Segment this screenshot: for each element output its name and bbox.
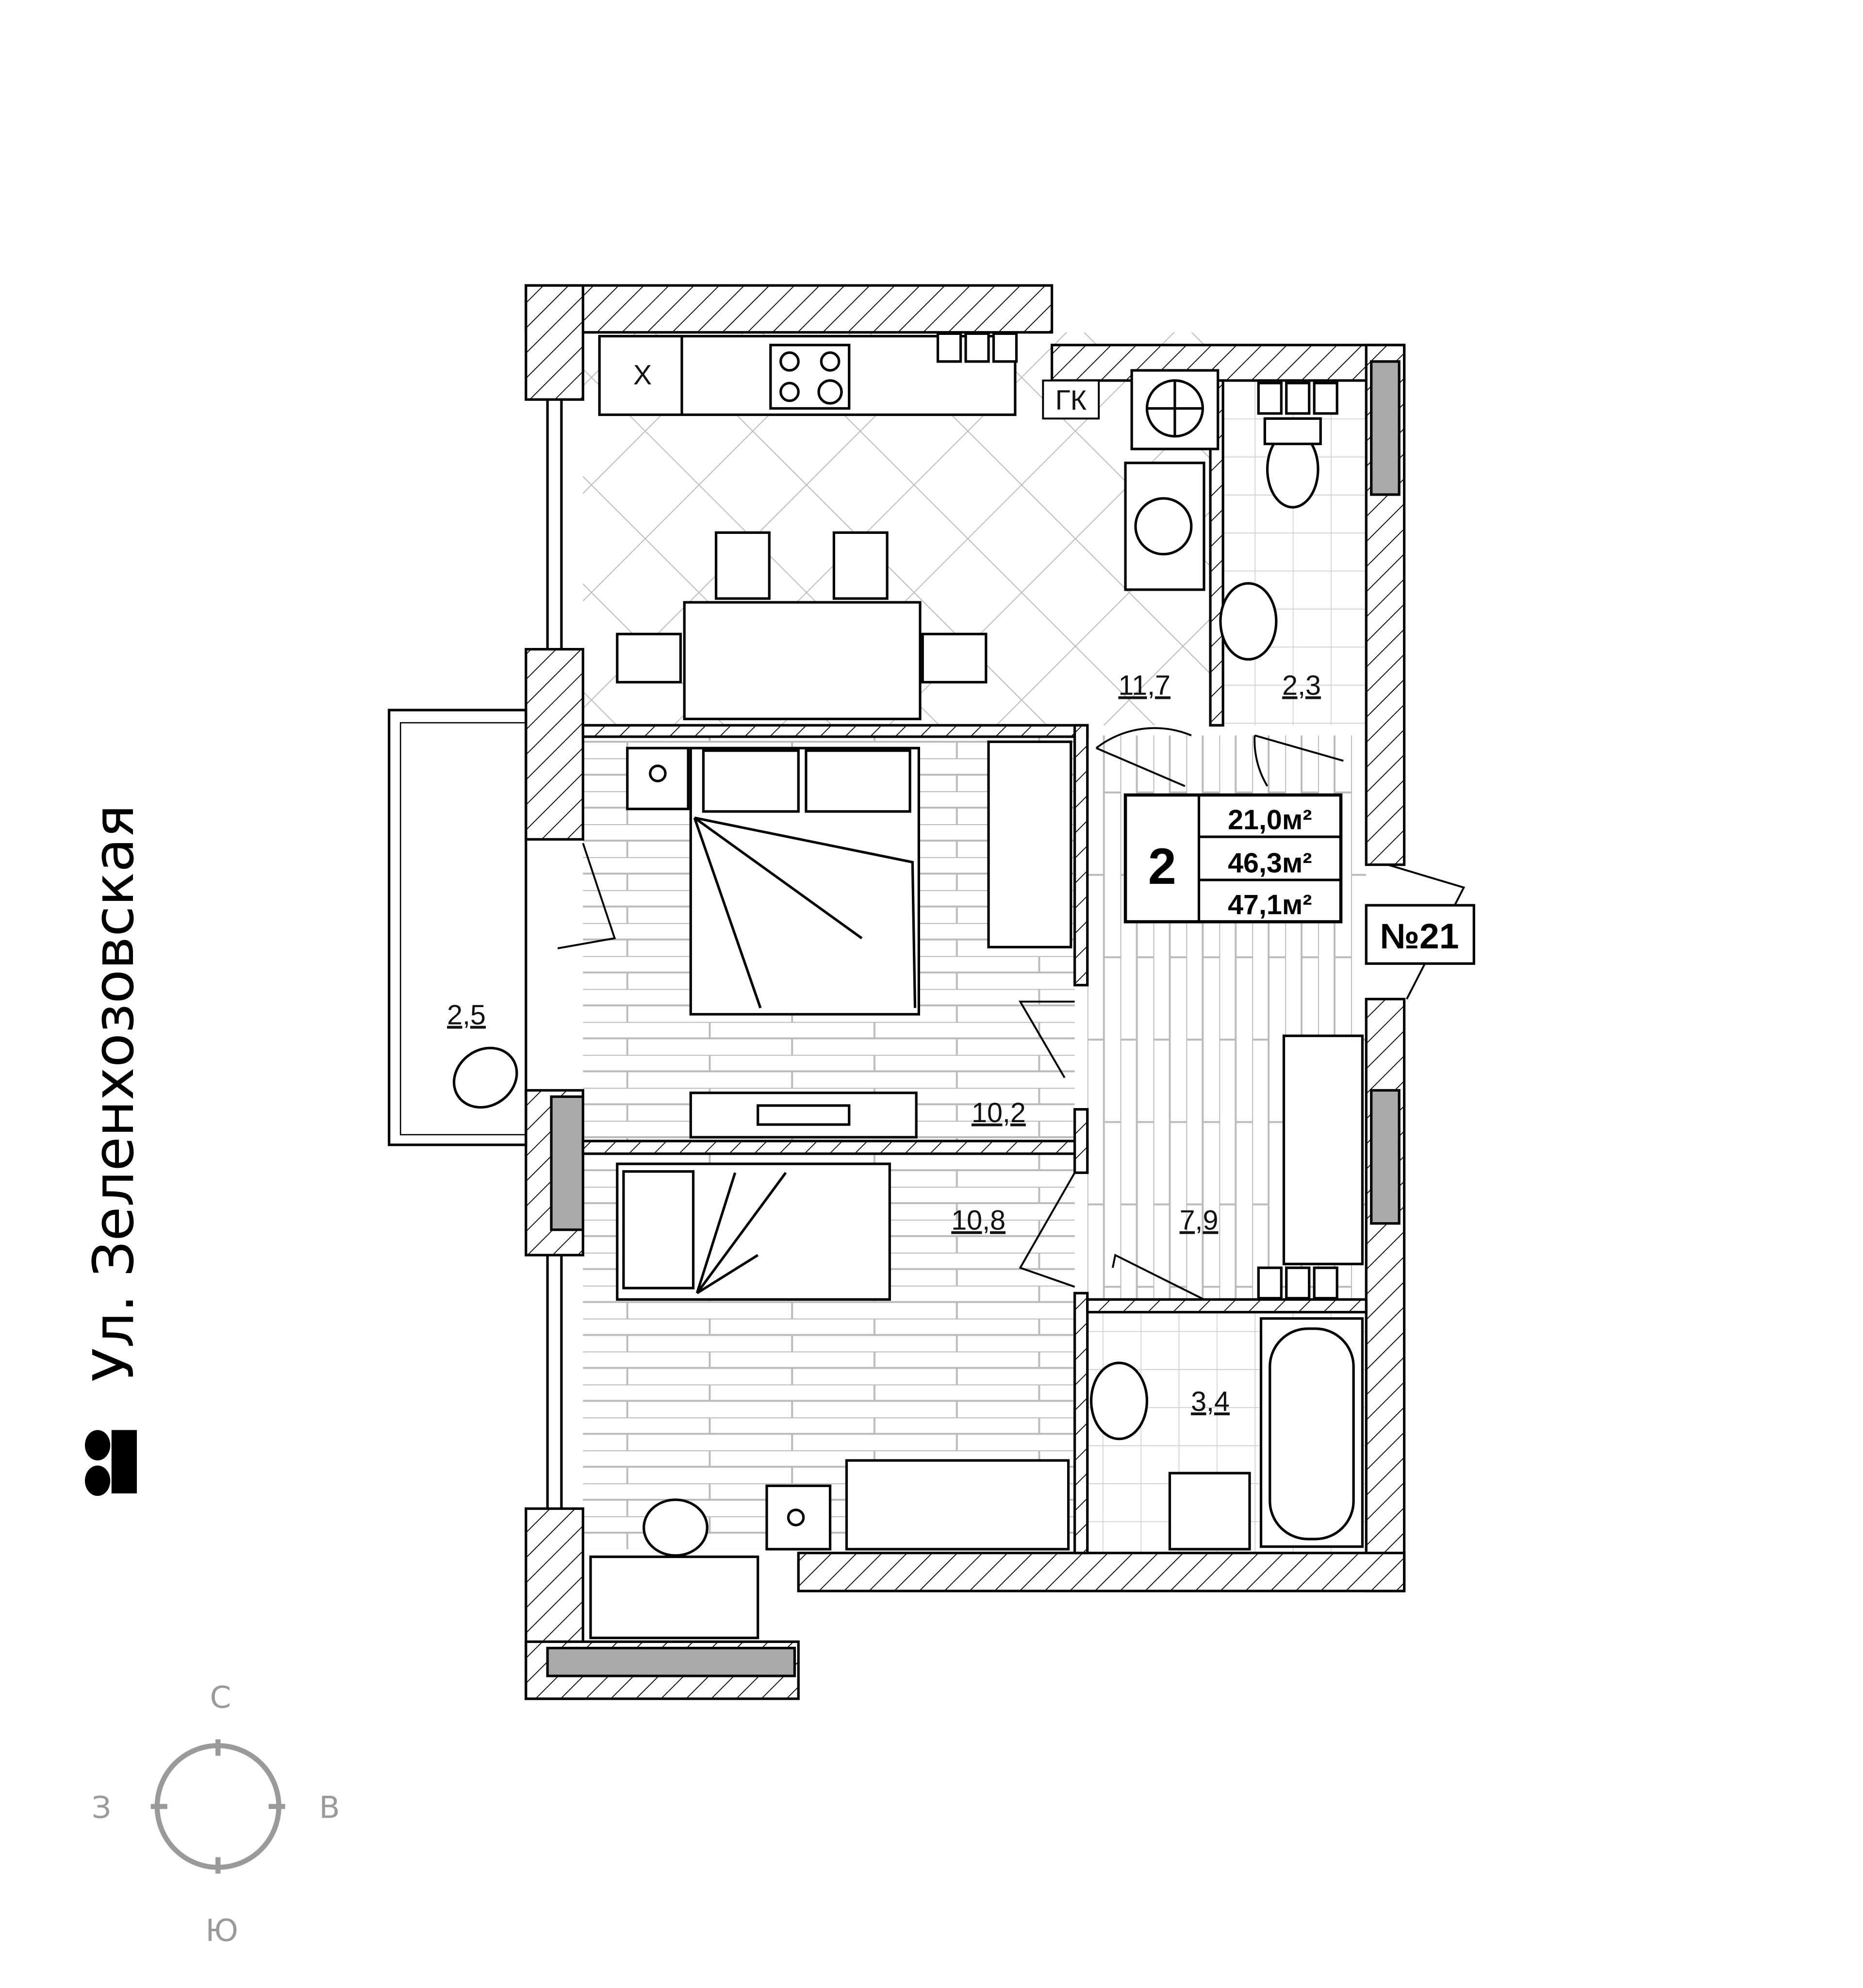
street-name: Ул. Зеленхозовская xyxy=(82,805,147,1382)
doors xyxy=(557,727,1466,1301)
boiler-mark: ГК xyxy=(1055,385,1087,416)
room-count: 2 xyxy=(1148,838,1176,895)
room-area-kitchen: 11,7 xyxy=(1118,670,1171,701)
room-area-toilet: 2,3 xyxy=(1282,670,1321,701)
street-icon xyxy=(84,1430,137,1496)
room-area-bathroom: 3,4 xyxy=(1191,1386,1230,1417)
apartment-number-box: №21 xyxy=(1365,904,1475,965)
boiler-box xyxy=(1042,380,1100,420)
room-area-bedroom-2: 10,8 xyxy=(951,1205,1006,1236)
balcony xyxy=(388,709,528,1146)
compass: С В Ю З xyxy=(92,1679,340,1948)
total-area-with-balcony: 47,1м² xyxy=(1228,889,1312,920)
room-area-hallway: 7,9 xyxy=(1180,1205,1219,1236)
apartment-number: №21 xyxy=(1380,917,1459,956)
compass-west: З xyxy=(92,1790,111,1825)
risers xyxy=(936,332,1338,1300)
total-area: 46,3м² xyxy=(1228,847,1312,878)
apartment-info-box: 2 21,0м² 46,3м² 47,1м² xyxy=(1123,793,1343,924)
furniture xyxy=(589,334,1364,1640)
room-area-bedroom-1: 10,2 xyxy=(972,1097,1026,1128)
compass-south: Ю xyxy=(205,1913,238,1948)
compass-ring xyxy=(154,1743,281,1870)
kitchen-sink-mark: Х xyxy=(633,360,652,391)
living-area: 21,0м² xyxy=(1228,804,1312,835)
room-area-balcony: 2,5 xyxy=(447,1000,486,1031)
compass-north: С xyxy=(210,1679,231,1715)
compass-east: В xyxy=(319,1790,340,1825)
street-label: Ул. Зеленхозовская xyxy=(82,805,147,1496)
